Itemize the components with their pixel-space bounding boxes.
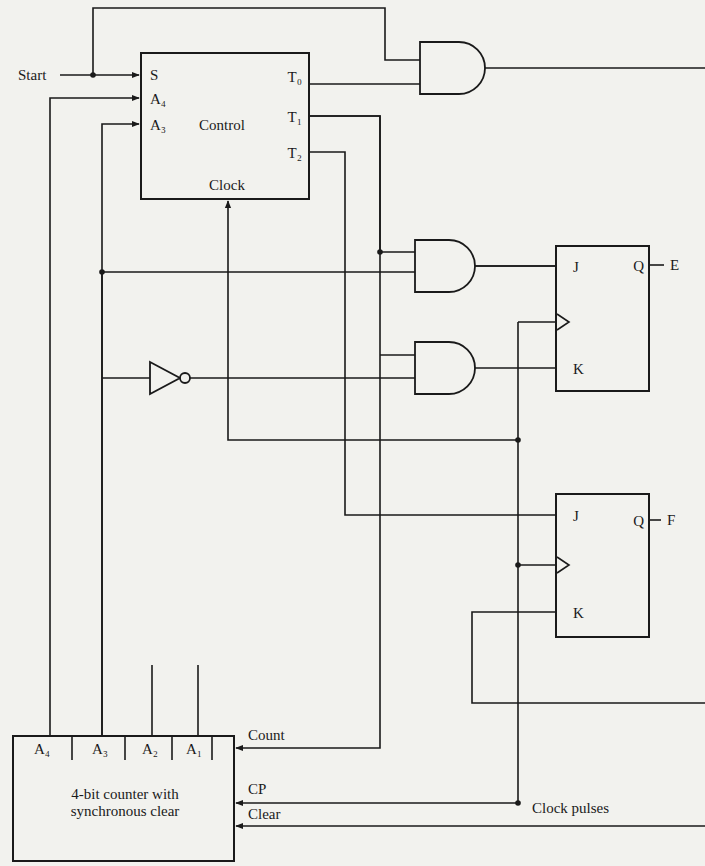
- and-gate: [415, 240, 475, 292]
- node-text: A₁: [186, 741, 202, 758]
- control-unit: S A₄ A₃ Control T₀ T₁ T₂ Clock: [140, 52, 310, 200]
- node-text: A₄: [150, 91, 166, 108]
- signal-label: Count: [246, 727, 287, 744]
- signal-label: Clear: [246, 806, 282, 823]
- node-text: K: [573, 361, 584, 378]
- node-text: T₀: [288, 69, 302, 86]
- junction-dots: [90, 72, 521, 806]
- jk-flip-flop: J Q K: [555, 245, 650, 392]
- node-text: A₃: [150, 117, 166, 134]
- and-gate: [420, 42, 485, 94]
- node-text: Q: [633, 513, 644, 530]
- node-text: A₂: [142, 741, 158, 758]
- jk-flip-flop: J Q K: [555, 493, 650, 638]
- and-gate: [415, 342, 475, 394]
- signal-label: CP: [246, 781, 268, 798]
- node-text: 4-bit counter with synchronous clear: [40, 786, 210, 821]
- signal-wire: [102, 266, 555, 735]
- inverter: [150, 362, 180, 394]
- signal-wire: [236, 116, 380, 748]
- signal-wire: [50, 98, 139, 735]
- inverter-bubble: [180, 373, 190, 383]
- wires: [60, 8, 705, 826]
- node-text: A₄: [34, 741, 50, 758]
- signal-label: Clock pulses: [530, 800, 611, 817]
- node-text: J: [573, 508, 579, 525]
- signal-wire: [102, 124, 139, 735]
- node-text: Q: [633, 258, 644, 275]
- signal-label: E: [668, 257, 681, 274]
- node-text: J: [573, 259, 579, 276]
- node-text: S: [150, 67, 158, 84]
- node-text: T₂: [288, 145, 302, 162]
- node-text: K: [573, 605, 584, 622]
- logic-gates: [150, 42, 485, 394]
- node-text: A₃: [92, 741, 108, 758]
- node-text: T₁: [288, 109, 302, 126]
- node-text: Control: [199, 117, 245, 134]
- counter-block: A₄ A₃ A₂ A₁ 4-bit counter with synchronous c…: [12, 735, 235, 862]
- signal-label: F: [665, 512, 677, 529]
- signal-label: Start: [16, 67, 48, 84]
- node-text: Clock: [209, 177, 245, 194]
